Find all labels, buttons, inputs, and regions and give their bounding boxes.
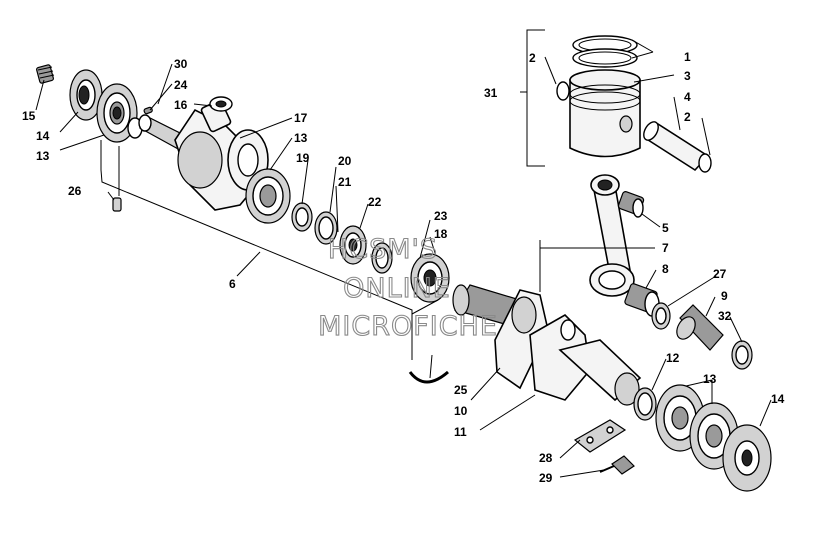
callout-26: 26 [68, 184, 82, 198]
crankshaft-part-10 [452, 284, 549, 390]
callout-13-mid: 13 [294, 131, 308, 145]
leader-lines [35, 39, 772, 478]
watermark: HCSM'S ONLINE MICROFICHE [318, 233, 498, 342]
callout-22: 22 [368, 195, 382, 209]
bracket-part-31 [526, 29, 545, 167]
left-crankshaft-assembly [36, 64, 450, 384]
callout-9: 9 [721, 289, 728, 303]
callout-3: 3 [684, 69, 691, 83]
callout-27: 27 [713, 267, 727, 281]
callout-2-left: 2 [529, 51, 536, 65]
callout-13-right: 13 [703, 372, 717, 386]
callout-11: 11 [454, 425, 467, 439]
callout-1: 1 [684, 50, 691, 64]
seal-part-22 [339, 225, 367, 265]
bearing-part-18 [410, 253, 450, 303]
bearing-part-13-left [96, 83, 138, 143]
callout-16: 16 [174, 98, 188, 112]
watermark-line-1: HCSM'S [328, 234, 438, 265]
plug-part-15 [36, 64, 55, 84]
callout-21: 21 [338, 175, 352, 189]
crank-pin-part-9 [676, 304, 724, 351]
wrist-pin-part-4 [643, 121, 710, 172]
piston-group [526, 29, 712, 173]
callout-6: 6 [229, 277, 236, 291]
piston-rings-part-1 [572, 35, 638, 68]
callout-17: 17 [294, 111, 308, 125]
callout-14-left: 14 [36, 129, 50, 143]
callout-14-right: 14 [771, 392, 785, 406]
callout-28: 28 [539, 451, 553, 465]
seal-part-14-right [722, 424, 772, 492]
snap-ring-part-25 [408, 370, 449, 384]
callout-10: 10 [454, 404, 468, 418]
right-crankshaft-assembly [452, 284, 772, 492]
callout-12: 12 [666, 351, 680, 365]
callout-13-left: 13 [36, 149, 50, 163]
connecting-rod-part-7 [589, 174, 635, 297]
crankshaft-part-11 [529, 314, 642, 406]
ring-part-12 [633, 387, 657, 421]
callout-15: 15 [22, 109, 36, 123]
washer-part-32 [731, 340, 753, 370]
clip-part-2-left [556, 81, 570, 101]
callout-20: 20 [338, 154, 352, 168]
callout-29: 29 [539, 471, 553, 485]
callout-31: 31 [484, 86, 498, 100]
callout-23: 23 [434, 209, 448, 223]
callout-labels: 30 24 16 15 14 13 17 13 19 20 21 22 23 1… [22, 50, 785, 485]
callout-7: 7 [662, 241, 669, 255]
callout-30: 30 [174, 57, 188, 71]
connecting-rod-group [589, 174, 753, 370]
screw-part-29 [599, 455, 635, 475]
callout-32: 32 [718, 309, 732, 323]
key-part-24 [143, 106, 153, 115]
clip-part-2-right [698, 153, 712, 173]
callout-4: 4 [684, 90, 691, 104]
ring-part-20 [314, 211, 338, 245]
callout-8: 8 [662, 262, 669, 276]
washer-part-27 [651, 302, 671, 330]
seal-part-14-left [69, 69, 103, 121]
ring-part-23 [371, 242, 393, 274]
callout-2-right: 2 [684, 110, 691, 124]
needle-bearing-part-5 [617, 191, 645, 218]
bearing-part-13-right-b [689, 402, 739, 470]
watermark-line-3: MICROFICHE [318, 311, 498, 342]
callout-5: 5 [662, 221, 669, 235]
pin-part-26 [112, 197, 122, 212]
callout-18: 18 [434, 227, 448, 241]
watermark-line-2: ONLINE [343, 273, 451, 304]
callout-25: 25 [454, 383, 468, 397]
plate-part-28 [573, 419, 627, 453]
piston-part-3 [569, 69, 641, 158]
callout-19: 19 [296, 151, 310, 165]
callout-24: 24 [174, 78, 188, 92]
ring-part-19 [291, 202, 313, 232]
bearing-part-17 [245, 168, 291, 224]
